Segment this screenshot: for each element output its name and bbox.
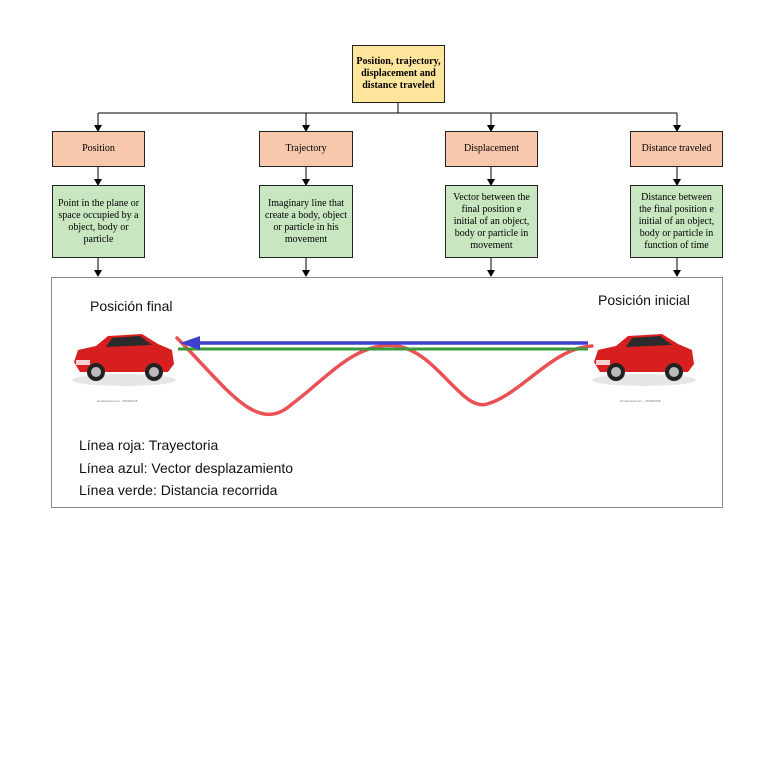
description-node-distance: Distance between the final position e in… xyxy=(630,185,723,258)
image-credit-right: shutterstock.com · 257824948 xyxy=(620,399,661,403)
description-node-position: Point in the plane or space occupied by … xyxy=(52,185,145,258)
root-title: Position, trajectory, displacement and d… xyxy=(356,56,441,91)
description-text: Distance between the final position e in… xyxy=(638,191,715,251)
displacement-arrowhead xyxy=(180,336,200,350)
description-node-trajectory: Imaginary line that create a body, objec… xyxy=(259,185,353,258)
category-label: Position xyxy=(82,143,115,154)
image-credit-left: shutterstock.com · 257824948 xyxy=(97,399,138,403)
initial-position-label: Posición inicial xyxy=(598,292,690,308)
category-node-displacement: Displacement xyxy=(445,131,538,167)
category-node-distance: Distance traveled xyxy=(630,131,723,167)
category-node-trajectory: Trajectory xyxy=(259,131,353,167)
car-icon xyxy=(592,334,696,386)
category-label: Displacement xyxy=(464,143,519,154)
legend-displacement: Línea azul: Vector desplazamiento xyxy=(79,460,294,476)
legend-trajectory: Línea roja: Trayectoria xyxy=(79,437,219,453)
trajectory-line xyxy=(175,336,594,417)
category-label: Trajectory xyxy=(285,143,327,154)
category-label: Distance traveled xyxy=(641,143,712,154)
category-node-position: Position xyxy=(52,131,145,167)
motion-illustration-panel: Posición final Posición inicial xyxy=(51,277,723,508)
root-node: Position, trajectory, displacement and d… xyxy=(352,45,445,103)
car-icon xyxy=(72,334,176,386)
description-text: Imaginary line that create a body, objec… xyxy=(264,197,348,245)
legend-distance: Línea verde: Distancia recorrida xyxy=(79,482,278,498)
arrow-down-icon xyxy=(94,125,681,277)
description-text: Vector between the final position e init… xyxy=(453,191,530,251)
motion-paths xyxy=(72,334,696,417)
description-text: Point in the plane or space occupied by … xyxy=(57,197,140,245)
final-position-label: Posición final xyxy=(90,298,173,314)
description-node-displacement: Vector between the final position e init… xyxy=(445,185,538,258)
